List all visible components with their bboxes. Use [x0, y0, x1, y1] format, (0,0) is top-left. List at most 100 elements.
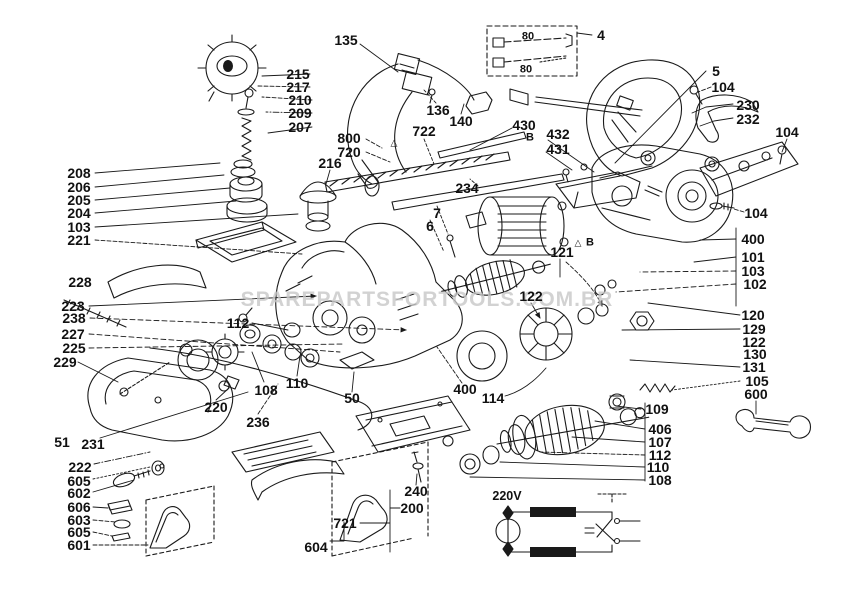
part-label-102: 102: [743, 276, 767, 292]
rear-handle: [509, 59, 701, 177]
part-label-205: 205: [67, 192, 91, 208]
part-label-721: 721: [333, 515, 357, 531]
part-label-110: 110: [285, 375, 309, 391]
part-label-234: 234: [455, 180, 479, 196]
part-label-207: 207: [288, 119, 312, 135]
motor-housing: [591, 144, 734, 243]
side-cover: [87, 357, 234, 442]
part-label-112: 112: [226, 315, 250, 331]
base-plate: [355, 395, 471, 483]
part-label-606: 606: [67, 499, 91, 515]
star-knob: [197, 34, 267, 102]
part-label-222: 222: [68, 459, 92, 475]
part-label-107: 107: [648, 434, 672, 450]
part-label-228: 228: [68, 274, 92, 290]
part-label-200: 200: [400, 500, 424, 516]
part-label-104: 104: [711, 79, 735, 95]
part-label-80: 80: [519, 63, 533, 76]
part-label-101: 101: [741, 249, 765, 265]
part-label-603: 603: [67, 512, 91, 528]
watermark: SPAREPARTSFORTOOLS.COM.BR: [240, 288, 614, 311]
planer-blades: [324, 131, 663, 211]
planer-body: [275, 222, 463, 370]
depth-adjust-stack: [226, 88, 268, 223]
wiring-diagram: [495, 493, 641, 557]
part-label-602: 602: [67, 485, 91, 501]
part-label-220V: 220V: [492, 488, 522, 503]
part-label-122: 122: [519, 288, 543, 304]
spring-105: [639, 383, 676, 393]
fan-and-rings: [456, 279, 655, 382]
part-label-121: 121: [550, 244, 574, 260]
part-label-230: 230: [736, 97, 760, 113]
part-label-103: 103: [67, 219, 91, 235]
part-label-209: 209: [288, 105, 312, 121]
part-label-114: 114: [481, 390, 505, 406]
part-label-7: 7: [433, 205, 441, 221]
pulleys-bearings: [177, 307, 320, 392]
part-label-204: 204: [67, 205, 91, 221]
part-label-140: 140: [449, 113, 473, 129]
part-label-221: 221: [67, 232, 91, 248]
part-label-600: 600: [744, 386, 768, 402]
part-label-216: 216: [318, 155, 342, 171]
part-label-104: 104: [744, 205, 768, 221]
armature-mid: [441, 259, 551, 298]
part-label-231: 231: [81, 436, 105, 452]
part-label-240: 240: [404, 483, 428, 499]
part-label-722: 722: [412, 123, 436, 139]
part-label-215: 215: [286, 66, 310, 82]
part-label-220: 220: [204, 399, 228, 415]
part-label-△: △: [574, 237, 582, 248]
front-shoe-parts: [231, 431, 454, 557]
part-label-430: 430: [512, 117, 536, 133]
part-label-129: 129: [742, 321, 766, 337]
part-label-432: 432: [546, 126, 570, 142]
part-label-4: 4: [597, 27, 605, 43]
small-parts-left: [107, 460, 215, 557]
part-label-131: 131: [742, 359, 766, 375]
part-label-400: 400: [453, 381, 477, 397]
part-label-227: 227: [61, 326, 85, 342]
part-label-△: △: [390, 137, 398, 148]
wire-set-box: [486, 25, 578, 77]
part-label-431: 431: [546, 141, 570, 157]
part-label-80: 80: [521, 30, 535, 43]
armature-bottom: [496, 404, 650, 460]
chip-deflector: [107, 264, 207, 299]
part-label-51: 51: [54, 434, 70, 450]
part-label-122: 122: [742, 334, 766, 350]
part-label-236: 236: [246, 414, 270, 430]
part-label-720: 720: [337, 144, 361, 160]
part-label-50: 50: [344, 390, 360, 406]
part-label-223: 223: [61, 298, 85, 314]
wrench: [735, 408, 812, 439]
part-label-6: 6: [426, 218, 434, 234]
bearings-bottom: [459, 393, 626, 475]
cord-guard: [695, 94, 759, 143]
part-label-208: 208: [67, 165, 91, 181]
part-label-229: 229: [53, 354, 77, 370]
part-label-130: 130: [743, 346, 767, 362]
part-label-108: 108: [254, 382, 278, 398]
part-label-406: 406: [648, 421, 672, 437]
carrier-plate: [195, 221, 297, 263]
stator: [465, 196, 569, 256]
part-label-206: 206: [67, 179, 91, 195]
threaded-rod: [63, 299, 127, 328]
part-label-B: B: [526, 131, 534, 144]
brush-cable-assembly: [347, 53, 493, 197]
part-label-105: 105: [745, 373, 769, 389]
part-label-B: B: [586, 236, 594, 249]
part-label-601: 601: [67, 537, 91, 553]
screws-right: [446, 85, 787, 258]
part-label-800: 800: [337, 130, 361, 146]
part-label-217: 217: [286, 79, 310, 95]
part-label-120: 120: [741, 307, 765, 323]
part-label-225: 225: [62, 340, 86, 356]
side-plate-right: [699, 141, 799, 197]
part-label-110: 110: [646, 459, 670, 475]
part-label-135: 135: [334, 32, 358, 48]
